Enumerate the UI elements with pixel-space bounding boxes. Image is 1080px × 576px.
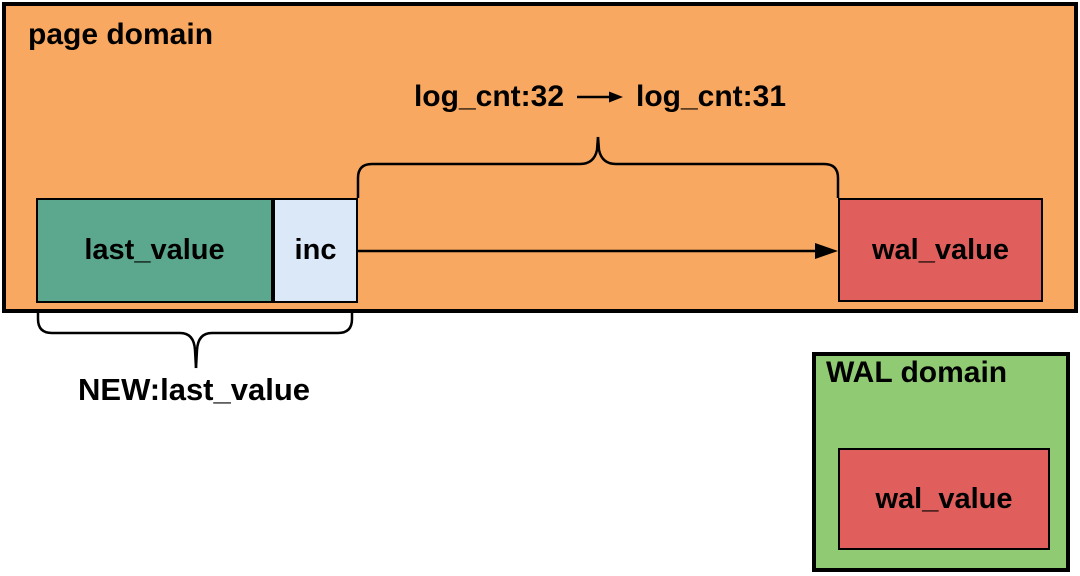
- last-value-label: last_value: [84, 234, 225, 266]
- wal-value-wal-box: wal_value: [838, 448, 1050, 550]
- wal-domain-title: WAL domain: [826, 356, 1008, 389]
- log-cnt-to-label: log_cnt:31: [636, 80, 787, 113]
- bottom-brace-right: [194, 313, 354, 369]
- wal-value-page-box: wal_value: [838, 198, 1043, 302]
- new-last-value-label: NEW:last_value: [78, 372, 311, 407]
- wal-value-page-label: wal_value: [871, 233, 1010, 266]
- page-domain-title: page domain: [28, 18, 214, 51]
- log-transition-label: log_cnt:32 log_cnt:31: [390, 80, 810, 114]
- inc-label: inc: [294, 234, 337, 266]
- wal-value-wal-label: wal_value: [875, 482, 1013, 515]
- arrow-right-icon: [577, 91, 623, 103]
- bottom-brace-left: [36, 313, 198, 369]
- log-cnt-from-label: log_cnt:32: [413, 80, 564, 113]
- inc-box: inc: [273, 198, 358, 303]
- last-value-box: last_value: [36, 198, 273, 303]
